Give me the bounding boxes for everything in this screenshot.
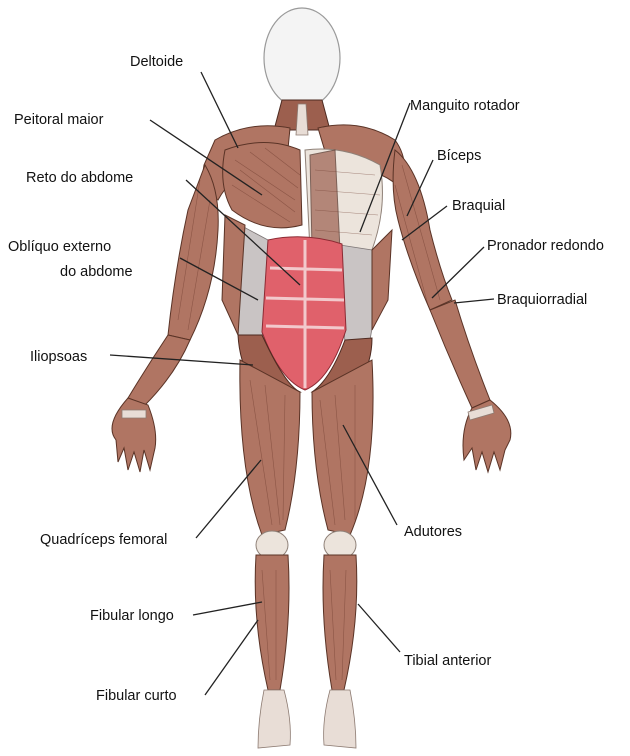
label-obliquo-line2: do abdome xyxy=(60,264,133,280)
label-reto-abdome: Reto do abdome xyxy=(26,170,133,186)
trachea xyxy=(296,104,308,135)
leader-braquiorradial xyxy=(454,299,494,303)
label-manguito: Manguito rotador xyxy=(410,98,520,114)
label-iliopsoas: Iliopsoas xyxy=(30,349,87,365)
left-forearm xyxy=(128,335,190,405)
label-fibular-longo: Fibular longo xyxy=(90,608,174,624)
label-braquiorradial: Braquiorradial xyxy=(497,292,587,308)
label-biceps: Bíceps xyxy=(437,148,481,164)
label-quadriceps: Quadríceps femoral xyxy=(40,532,167,548)
left-hand xyxy=(112,398,156,472)
right-lower-leg xyxy=(323,555,357,690)
label-tibial-anterior: Tibial anterior xyxy=(404,653,491,669)
left-foot xyxy=(258,690,290,748)
pectoral-shape xyxy=(223,143,302,228)
label-adutores: Adutores xyxy=(404,524,462,540)
leader-tibial xyxy=(358,604,400,652)
right-foot xyxy=(324,690,356,748)
label-pronador: Pronador redondo xyxy=(487,238,604,254)
leader-deltoide xyxy=(201,72,238,148)
intercostal-shape xyxy=(310,150,340,250)
right-forearm xyxy=(430,300,490,408)
label-deltoide: Deltoide xyxy=(130,54,183,70)
left-wrist-band xyxy=(122,410,146,418)
leader-fibular-longo xyxy=(193,602,262,615)
right-serratus xyxy=(372,230,392,330)
label-peitoral-maior: Peitoral maior xyxy=(14,112,104,128)
label-fibular-curto: Fibular curto xyxy=(96,688,177,704)
leader-fibular-curto xyxy=(205,620,258,695)
body-figure xyxy=(112,8,511,748)
head xyxy=(264,8,340,108)
label-obliquo-line1: Oblíquo externo xyxy=(8,239,111,255)
left-upper-arm xyxy=(168,165,218,340)
left-lower-leg xyxy=(255,555,289,690)
label-braquial: Braquial xyxy=(452,198,505,214)
